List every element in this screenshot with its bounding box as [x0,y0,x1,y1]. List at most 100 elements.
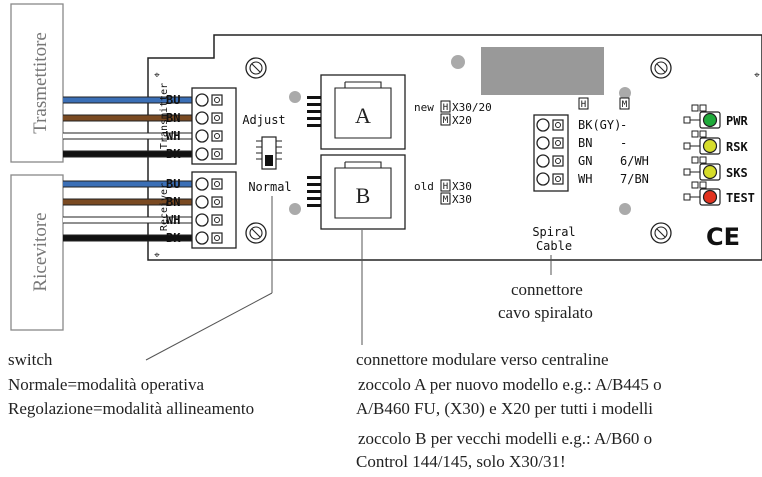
spiral-callout-line1: connettore [511,280,583,299]
led-pad [699,104,707,112]
receiver-box [10,174,64,331]
led-pad [683,142,691,150]
jack-a-pins [307,96,321,127]
rx-wire-label: BU [166,177,180,191]
screw-icon [245,222,267,244]
old-label: old [414,180,434,193]
switch-callout-line3: Regolazione=modalità allineamento [8,399,255,418]
spiral-wire-code: BK(GY) [578,118,621,132]
tx-terminal-screw [195,147,209,161]
m-marker: M [443,116,449,126]
led-pad [691,130,699,138]
spiral-wire-mapping: - [620,118,627,132]
switch-callout-line2: Normale=modalità operativa [8,375,205,394]
tx-terminal-screw [195,93,209,107]
new-m-text: X20 [452,114,472,127]
rx-terminal-screw [195,195,209,209]
spiral-m-marker-box [619,97,630,110]
switch-adjust-label: Adjust [242,113,285,127]
spiral-pin-screw [536,154,550,168]
spiral-pin-hole [555,176,561,182]
spiral-wire-code: GN [578,154,592,168]
tx-terminal-hole [214,97,220,103]
h-marker-box [440,100,451,113]
led-test-icon [702,189,718,205]
screw-icon [245,57,267,79]
ce-mark: CE [706,223,740,251]
grey-dot [289,91,301,103]
spiral-pin-hole [555,140,561,146]
jack-b [320,154,406,230]
tx-terminal-screw [195,129,209,143]
circuit-board [147,34,762,261]
spiral-pin-hole [555,158,561,164]
rx-wire-label: BN [166,195,180,209]
led-pad [691,181,699,189]
status-leds: PWR RSK SKS TEST ⌖ [683,70,760,206]
switch-callout-line [145,292,273,361]
led-pwr-icon [702,112,718,128]
modular-callout-line1: connettore modulare verso centraline [356,350,609,369]
tx-wire-label: BK [166,147,181,161]
rx-terminal-screw [195,213,209,227]
led-pad [691,104,699,112]
led-pwr-label: PWR [726,114,748,128]
transmitter-box [10,3,64,163]
spiral-h-marker-box [578,97,589,110]
spiral-wire-mapping: 7/BN [620,172,649,186]
tx-terminal-screw [195,111,209,125]
led-sks-label: SKS [726,166,748,180]
grey-dot [619,87,631,99]
receiver-board-label: Receiver [159,183,170,231]
crosshair-mark-right: ⌖ [754,70,760,81]
modular-callout-line5: Control 144/145, solo X30/31! [356,452,566,471]
jack-b-label: B [356,183,371,208]
new-label: new [414,101,434,114]
spiral-h-marker: H [581,100,586,110]
led-pad [699,181,707,189]
led-pad [699,130,707,138]
transmitter-terminals [195,93,223,161]
transmitter-board-label: Transmitter [159,83,170,149]
old-h-text: X30 [452,180,472,193]
rx-terminal-screw [195,177,209,191]
tx-terminal-hole [214,133,220,139]
jack-a [320,74,406,150]
spiral-m-marker: M [622,100,628,110]
switch-normal-label: Normal [248,180,291,194]
tx-wire-label: BN [166,111,180,125]
receiver-terminals [195,177,223,245]
spiral-wire-code: BN [578,136,592,150]
h-marker: H [443,182,448,192]
m-marker-box [440,113,451,126]
spiral-label-line2: Cable [536,239,572,253]
screw-icon [650,57,672,79]
spiral-wire-mapping: - [620,136,627,150]
spiral-label-line1: Spiral [532,225,575,239]
tx-terminal-hole [214,115,220,121]
led-pad [691,156,699,164]
rx-terminal-hole [214,217,220,223]
spiral-pin-screw [536,172,550,186]
led-pad [683,168,691,176]
new-h-text: X30/20 [452,101,492,114]
screw-icon [650,222,672,244]
modular-callout-line4: zoccolo B per vecchi modelli e.g.: A/B60… [358,429,653,448]
led-pad [683,193,691,201]
modular-callout-line3: A/B460 FU, (X30) e X20 per tutti i model… [356,399,654,418]
led-rsk-label: RSK [726,140,748,154]
mode-switch-knob [265,155,273,166]
modular-callout-line2: zoccolo A per nuovo modello e.g.: A/B445… [358,375,662,394]
rx-wire-label: BK [166,231,181,245]
led-pad [699,156,707,164]
tx-wire-label: WH [166,129,180,143]
rx-terminal-hole [214,235,220,241]
crosshair-mark-bottom: ⌖ [154,250,160,261]
led-test-label: TEST [726,191,755,205]
led-rsk-icon [702,138,718,154]
rx-terminal-screw [195,231,209,245]
tx-wire-label: BU [166,93,180,107]
